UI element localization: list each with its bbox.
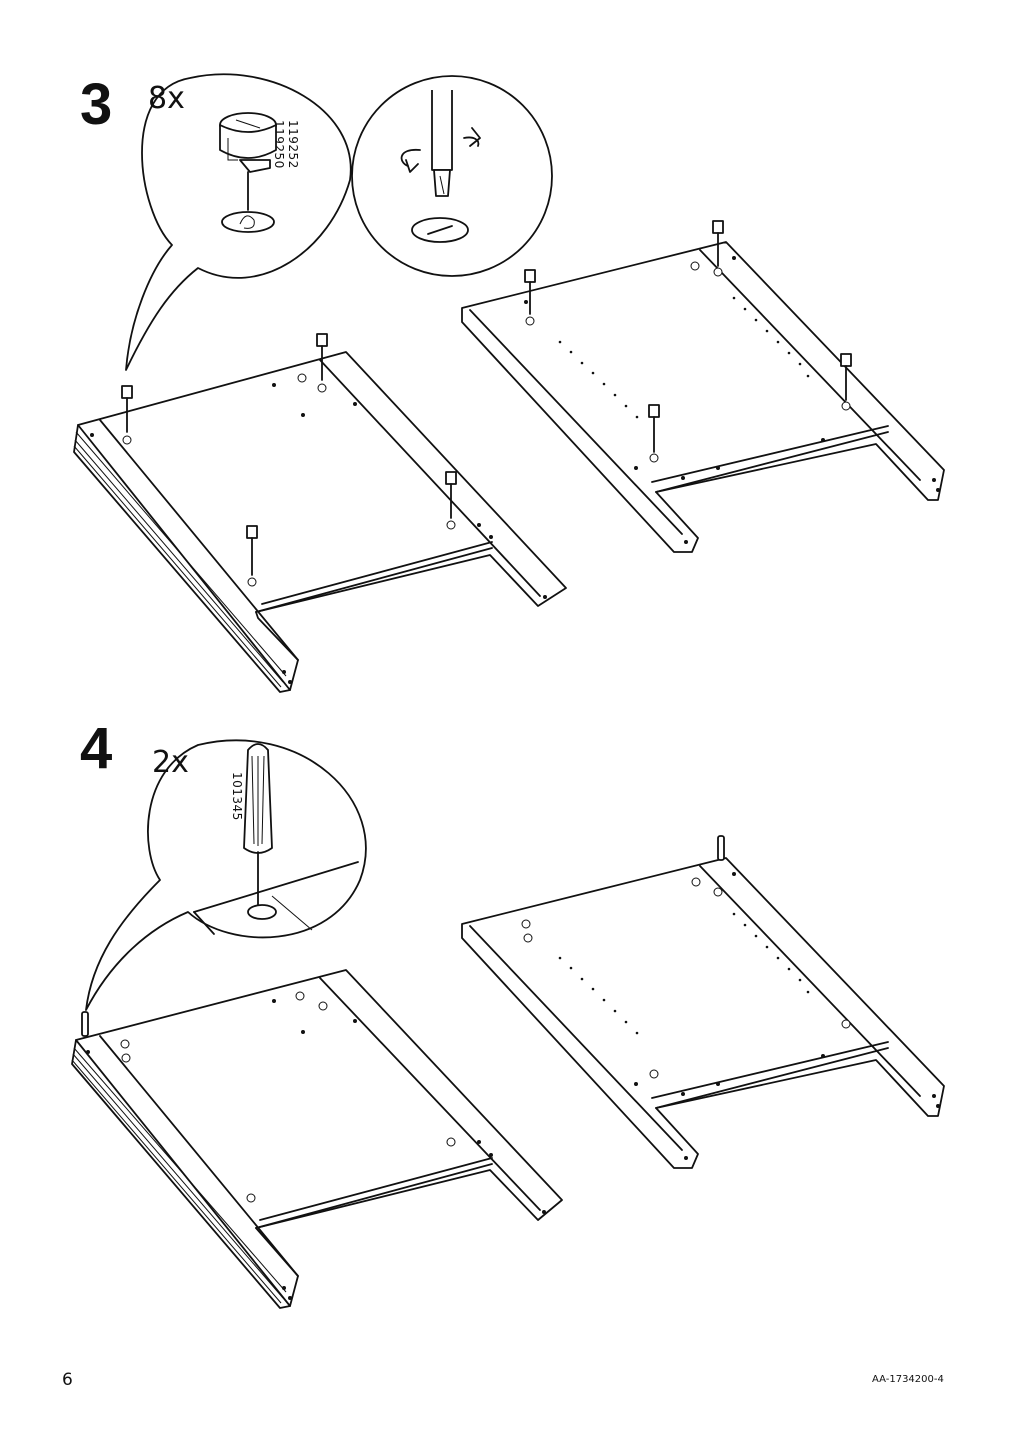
screwdriver-icon (193, 743, 359, 935)
step-4-quantity: 2x (152, 745, 189, 780)
document-code: AA-1734200-4 (872, 1374, 944, 1385)
step-3-left-panel (73, 351, 567, 693)
step-3-number: 3 (80, 72, 113, 137)
rotate-clockwise-arrow-icon (400, 127, 481, 173)
cam-lock-fitting-icon (524, 220, 852, 453)
step-3-right-panel (461, 241, 945, 553)
step-4-right-panel (461, 857, 945, 1169)
step-4-left-panel (71, 969, 563, 1309)
cam-lock-fitting-icon (121, 333, 457, 576)
cam-lock-fitting-icon (219, 112, 277, 233)
step-4-number: 4 (80, 716, 113, 781)
step-4-callout-bubble (85, 739, 367, 1011)
step-4-part-number: 101345 (230, 772, 244, 821)
wooden-dowel-icon (717, 835, 725, 861)
screwdriver-icon (411, 90, 469, 243)
wooden-dowel-icon (81, 1011, 89, 1037)
step-3-callout-bubble (125, 73, 553, 371)
page-number: 6 (62, 1370, 73, 1390)
